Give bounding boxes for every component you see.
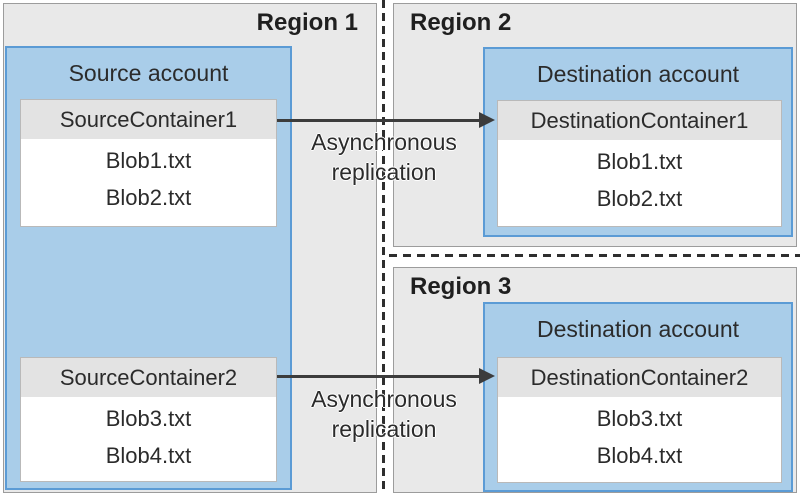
destination-container-2-header: DestinationContainer2 — [498, 358, 781, 397]
destination-container-1-box: DestinationContainer1 Blob1.txt Blob2.tx… — [497, 100, 782, 227]
destination-account-box-region2: Destination account DestinationContainer… — [483, 47, 793, 237]
destination-account-title: Destination account — [536, 61, 739, 87]
region-2-box: Region 2 Destination account Destination… — [393, 3, 797, 247]
replication-arrow-1-label-line2: replication — [331, 159, 437, 185]
blob-item: Blob4.txt — [596, 443, 683, 468]
replication-arrow-1-line — [277, 119, 480, 122]
region-3-label: Region 3 — [410, 273, 512, 300]
region-divider-vertical-dashed-line — [382, 0, 385, 492]
region-3-box: Region 3 Destination account Destination… — [393, 267, 797, 493]
replication-arrow-2-label: Asynchronous replication — [274, 384, 494, 444]
destination-container-1-header: DestinationContainer1 — [498, 101, 781, 140]
source-container-2-body: Blob3.txt Blob4.txt — [21, 397, 276, 474]
replication-arrow-1-label: Asynchronous replication — [274, 127, 494, 187]
replication-arrow-2-line — [277, 375, 480, 378]
replication-arrow-1-label-line1: Asynchronous — [311, 129, 457, 155]
blob-item: Blob4.txt — [105, 443, 192, 468]
blob-item: Blob2.txt — [596, 186, 683, 211]
blob-item: Blob3.txt — [596, 406, 683, 431]
replication-arrow-1-arrowhead-icon — [479, 112, 495, 128]
replication-arrow-2-label-line1: Asynchronous — [311, 386, 457, 412]
source-account-title: Source account — [68, 60, 229, 86]
source-container-2-header: SourceContainer2 — [21, 358, 276, 397]
blob-item: Blob1.txt — [596, 149, 683, 174]
region-1-label: Region 1 — [256, 9, 358, 36]
replication-arrow-2-arrowhead-icon — [479, 368, 495, 384]
source-container-1-body: Blob1.txt Blob2.txt — [21, 139, 276, 216]
destination-account-box-region3: Destination account DestinationContainer… — [483, 302, 793, 492]
source-container-1-box: SourceContainer1 Blob1.txt Blob2.txt — [20, 99, 277, 227]
source-container-2-box: SourceContainer2 Blob3.txt Blob4.txt — [20, 357, 277, 482]
destination-container-2-box: DestinationContainer2 Blob3.txt Blob4.tx… — [497, 357, 782, 483]
blob-item: Blob1.txt — [105, 148, 192, 173]
destination-account-title: Destination account — [536, 316, 739, 342]
source-container-1-header: SourceContainer1 — [21, 100, 276, 139]
source-account-box: Source account SourceContainer1 Blob1.tx… — [5, 46, 292, 490]
region-1-box: Region 1 Source account SourceContainer1… — [3, 3, 377, 493]
blob-item: Blob2.txt — [105, 185, 192, 210]
destination-container-2-body: Blob3.txt Blob4.txt — [498, 397, 781, 474]
destination-container-1-body: Blob1.txt Blob2.txt — [498, 140, 781, 217]
replication-arrow-2-label-line2: replication — [331, 416, 437, 442]
blob-item: Blob3.txt — [105, 406, 192, 431]
region-divider-horizontal-dashed-line — [389, 254, 800, 257]
region-2-label: Region 2 — [410, 9, 512, 36]
